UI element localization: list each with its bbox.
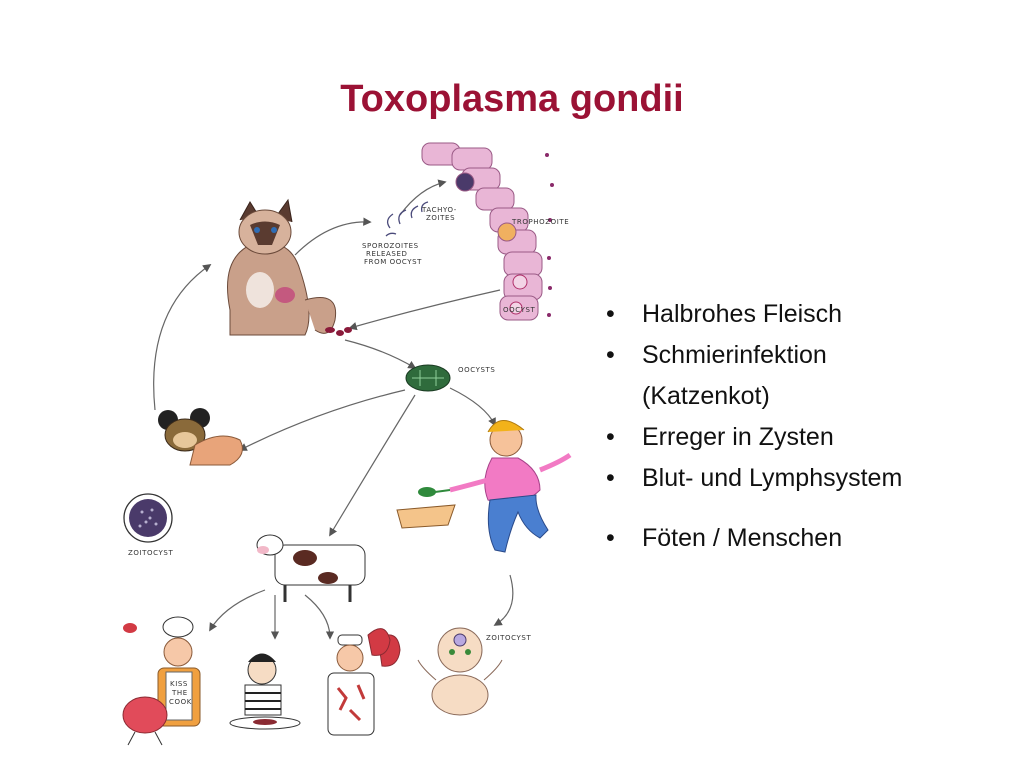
label-sporozoites-1: SPOROZOITES [362,242,419,250]
label-zoitocyst-left: ZOITOCYST [128,549,173,557]
bullet-text: Föten / Menschen [642,524,843,552]
label-oocyst: OOCYST [503,306,536,314]
arrow-cow-to-butcher [304,594,335,640]
butcher-figure [327,628,401,736]
arrow-cow-to-chef [209,589,266,632]
bullet-list: Halbrohes Fleisch Schmierinfektion (Katze… [600,298,1010,563]
label-apron-1: KISS [170,680,188,688]
baby-figure [417,627,503,716]
toxoplasma-lifecycle-illustration: SPOROZOITES RELEASED FROM OOCYST TACHYO-… [100,140,600,752]
chef-figure: KISS THE COOK [122,616,201,746]
label-oocysts: OOCYSTS [458,366,495,374]
label-apron-2: THE [171,689,188,697]
arrow-cat-to-oocysts [344,339,417,369]
arrow-mouse-to-cat [153,264,212,411]
slide-title: Toxoplasma gondii [340,78,684,120]
label-apron-3: COOK [169,698,192,706]
label-tachyzoites-2: ZOITES [426,214,455,222]
sporozoites [385,201,429,237]
label-zoitocyst-baby: ZOITOCYST [486,634,531,642]
arrow-oocysts-to-woman [449,387,496,427]
child-figure [229,653,301,730]
arrow-oocysts-to-mouse [238,389,406,451]
bullet-text: Blut- und Lymphsystem [642,464,903,492]
zoitocyst-left [123,493,173,543]
bullet-item: Blut- und Lymphsystem [600,462,1010,494]
bullet-text: Schmierinfektion [642,341,827,369]
bullet-item: Schmierinfektion (Katzenkot) [600,339,1010,412]
arrow-oocysts-to-cow [329,394,416,537]
bullet-subtext: (Katzenkot) [642,382,770,410]
label-sporozoites-2: RELEASED [366,250,407,258]
mouse-figure [158,408,243,466]
pregnant-woman-figure [449,420,572,553]
arrow-woman-to-baby [493,574,514,626]
bullet-text: Erreger in Zysten [642,423,834,451]
cow-figure [256,534,366,602]
arrow-intestine-to-cat [348,289,501,331]
oocysts-icon [405,364,451,392]
bullet-item: Erreger in Zysten [600,421,1010,453]
arrow-cat-to-sporozoites [294,217,372,256]
intestine-cells [421,142,554,321]
bullet-item: Föten / Menschen [600,522,1010,554]
bullet-item: Halbrohes Fleisch [600,298,1010,330]
label-sporozoites-3: FROM OOCYST [364,258,422,266]
cat-figure [227,198,352,336]
label-tachyzoites-1: TACHYO- [421,206,457,214]
bullet-text: Halbrohes Fleisch [642,300,843,328]
label-trophozoite: TROPHOZOITE [511,218,569,226]
spoon-and-food [396,487,456,529]
